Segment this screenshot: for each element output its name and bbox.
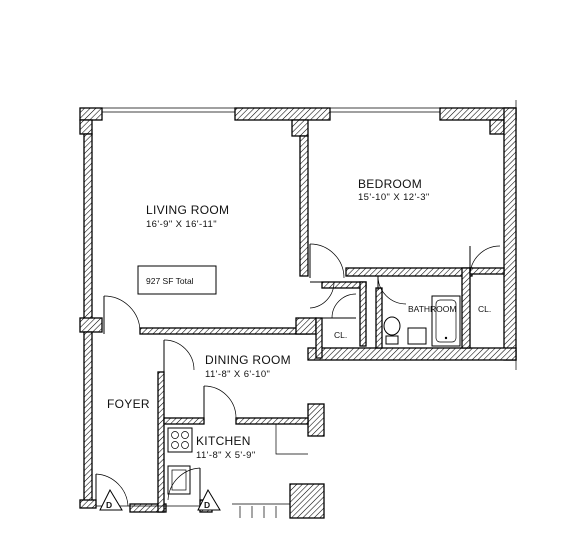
hall-closet-label: CL. bbox=[334, 330, 347, 340]
foyer-label: FOYER bbox=[107, 397, 150, 411]
bedroom-dims: 15'-10" X 12'-3" bbox=[358, 192, 430, 203]
kitchen-sink-icon bbox=[167, 465, 191, 495]
sink-icon bbox=[407, 327, 427, 345]
living-room-dims: 16'-9" X 16'-11" bbox=[146, 219, 217, 230]
living-room-label: LIVING ROOM bbox=[146, 203, 229, 217]
kitchen-label: KITCHEN bbox=[196, 434, 251, 448]
toilet-icon bbox=[383, 316, 401, 336]
door-marker-left: D bbox=[99, 488, 123, 511]
bathtub-icon bbox=[431, 295, 461, 347]
bathroom-fixtures bbox=[383, 295, 461, 347]
dining-room-label: DINING ROOM bbox=[205, 353, 291, 367]
exterior-steps bbox=[96, 503, 290, 518]
door-marker-right: D bbox=[197, 488, 221, 511]
bedroom-label: BEDROOM bbox=[358, 177, 422, 191]
door-swings bbox=[95, 243, 501, 507]
exterior-walls bbox=[79, 107, 517, 519]
bedroom-closet-label: CL. bbox=[478, 304, 491, 314]
svg-text:D: D bbox=[106, 500, 112, 510]
bathroom-label: BATHROOM bbox=[408, 304, 456, 314]
interior-walls bbox=[139, 135, 505, 513]
total-area-box bbox=[137, 265, 217, 295]
stove-icon bbox=[167, 427, 193, 453]
svg-text:D: D bbox=[204, 500, 210, 510]
total-area-label: 927 SF Total bbox=[146, 276, 194, 286]
dining-room-dims: 11'-8" X 6'-10" bbox=[205, 369, 270, 380]
kitchen-fixtures bbox=[167, 424, 308, 495]
kitchen-dims: 11'-8" X 5'-9" bbox=[196, 450, 256, 461]
